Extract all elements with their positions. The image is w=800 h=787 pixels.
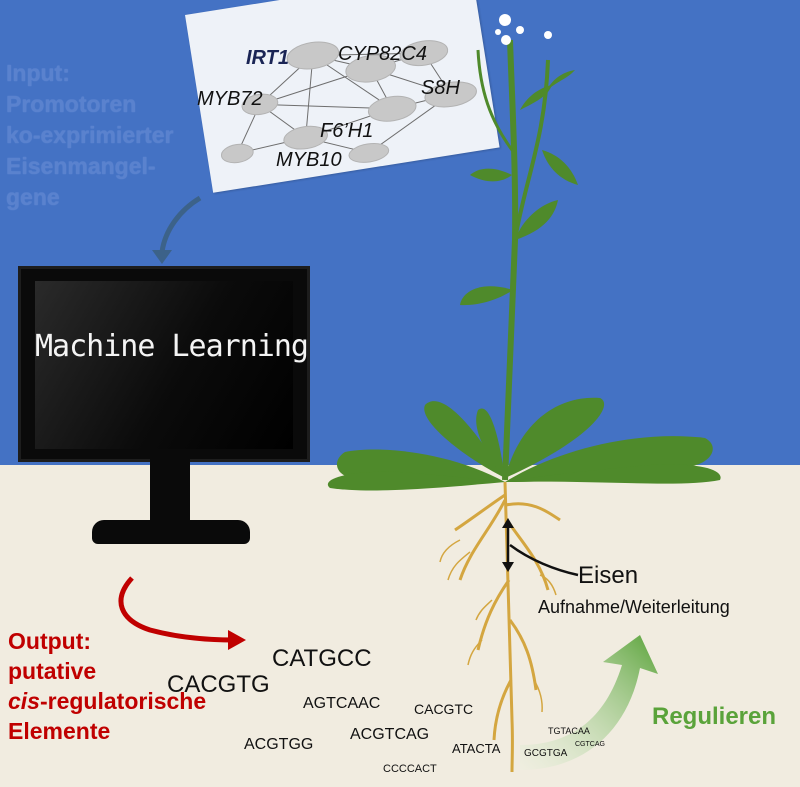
output-arrow-head <box>228 630 246 650</box>
input-label: Input: Promotoren ko-exprimierter Eisenm… <box>6 58 246 213</box>
input-line: ko-exprimierter <box>6 122 174 148</box>
regulate-label: Regulieren <box>652 703 777 730</box>
output-line: putative <box>8 658 97 684</box>
gene-label-myb72: MYB72 <box>197 88 263 110</box>
input-arrow-head <box>152 250 172 264</box>
motif: GCGTGA <box>524 748 568 759</box>
iron-pointer-line <box>509 543 579 577</box>
motif: CGTCAG <box>575 741 605 748</box>
plant-stem <box>502 39 519 481</box>
output-line: Elemente <box>8 718 111 744</box>
gene-label-f6h1: F6’H1 <box>320 120 374 142</box>
machine-learning-label: Machine Learning <box>35 329 309 364</box>
motif: CACGTG <box>167 671 270 698</box>
plant-branch <box>476 49 514 151</box>
monitor-stand-neck <box>150 452 190 532</box>
gene-label-irt1: IRT1 <box>246 47 289 69</box>
gene-label-s8h: S8H <box>421 77 460 99</box>
output-line-rest: -regulatorische <box>39 688 207 714</box>
soil-background <box>0 465 800 787</box>
regulate-arrow <box>520 635 658 770</box>
rosette-leaves <box>327 397 721 491</box>
motif: TGTACAA <box>548 726 590 736</box>
uptake-label: Aufnahme/Weiterleitung <box>538 597 730 617</box>
input-line: gene <box>6 184 60 210</box>
network-graph <box>220 40 477 164</box>
output-line: cis-regulatorische <box>8 686 206 716</box>
motif: CACGTC <box>414 701 474 717</box>
coexpression-network-card <box>185 0 500 193</box>
motif: AGTCAAC <box>303 695 381 712</box>
input-flow-arrow <box>159 195 202 253</box>
motif: ACGTGG <box>244 736 314 753</box>
motif: ATACTA <box>452 741 501 756</box>
input-line: Promotoren <box>6 91 137 117</box>
motif: CATGCC <box>272 645 372 672</box>
iron-label: Eisen <box>578 562 639 589</box>
output-flow-arrow <box>118 576 235 643</box>
motif: CCCCACT <box>383 763 437 775</box>
gene-label-cyp82c4: CYP82C4 <box>338 43 427 65</box>
motif: ACGTCAG <box>350 726 430 743</box>
output-label: Output: putative cis-regulatorische Elem… <box>8 626 206 746</box>
output-line: Output: <box>8 628 92 654</box>
input-line: Eisenmangel- <box>6 153 156 179</box>
gene-label-myb10: MYB10 <box>276 149 342 171</box>
monitor-screen: Machine Learning <box>35 281 309 449</box>
input-line: Input: <box>6 60 70 86</box>
output-line-italic: cis <box>8 688 40 714</box>
monitor-stand-base <box>92 520 250 544</box>
computer-monitor: Machine Learning <box>18 266 310 462</box>
